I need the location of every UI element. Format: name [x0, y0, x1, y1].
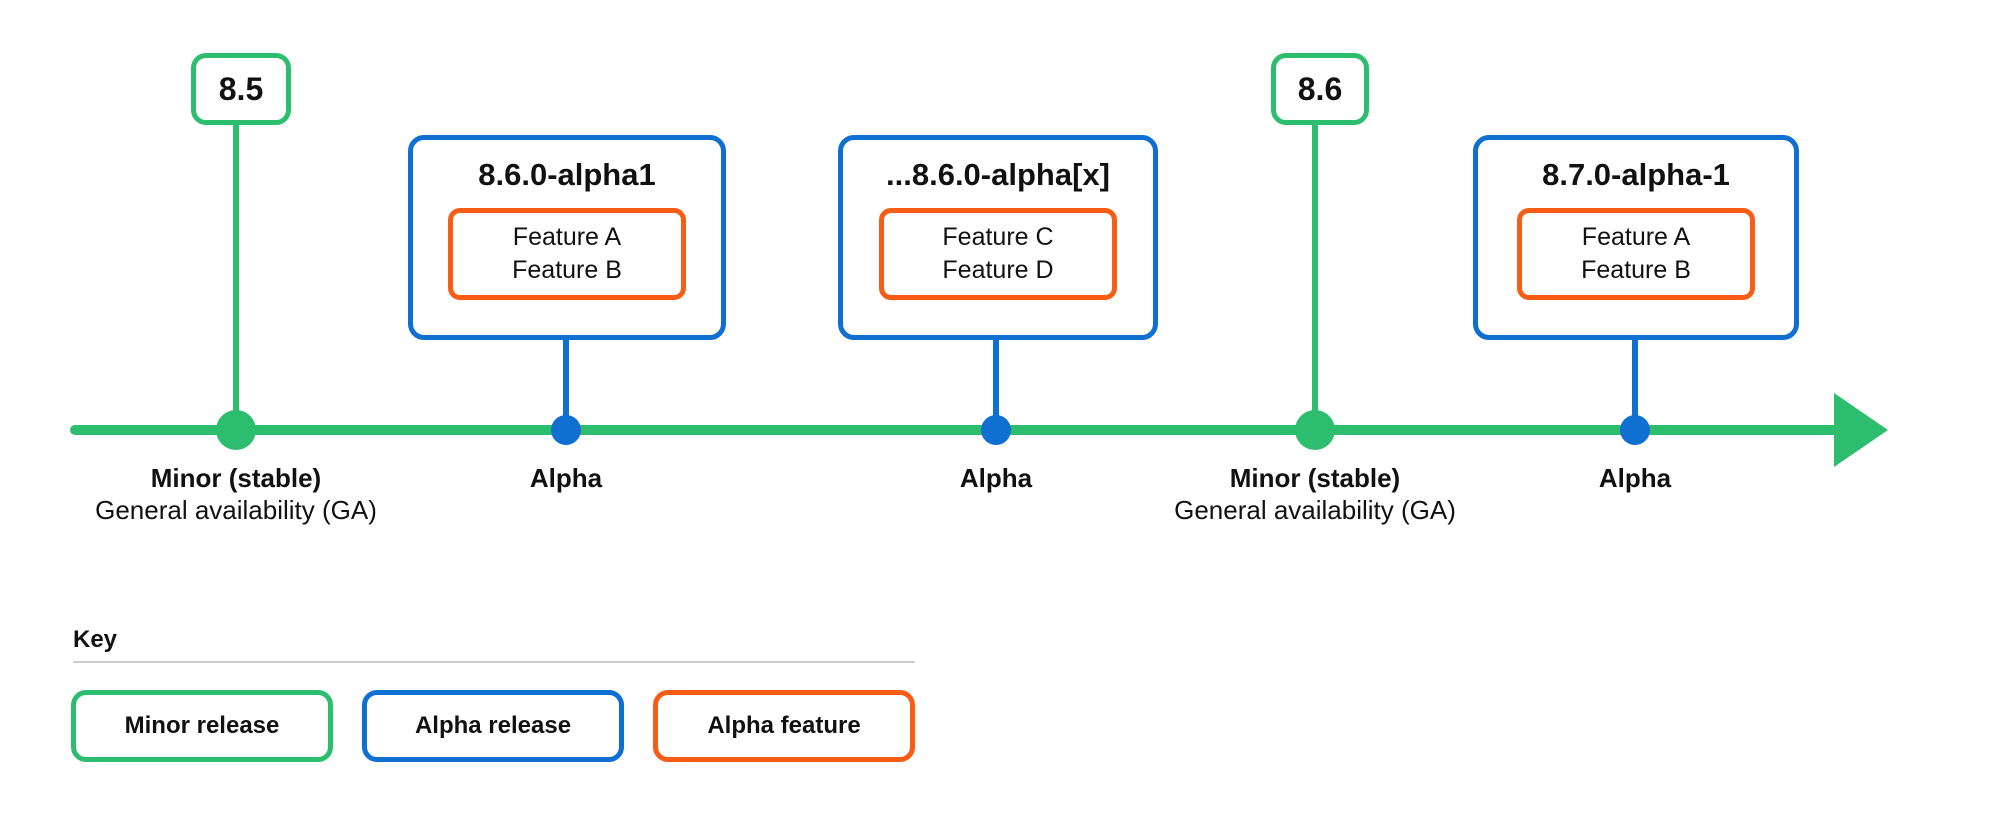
feature-label: Feature A	[1581, 223, 1691, 251]
timeline-dot-minor	[1295, 410, 1335, 450]
alpha-release-title: ...8.6.0-alpha[x]	[886, 157, 1110, 192]
legend-label: Minor release	[124, 712, 280, 739]
feature-label: Feature B	[1581, 256, 1691, 284]
stop-label-line2: General availability (GA)	[95, 495, 377, 525]
stop-label-line1: Alpha	[1598, 463, 1672, 493]
timeline-arrowhead-icon	[1834, 393, 1888, 467]
legend-minor-release: Minor release	[71, 690, 333, 762]
alpha-feature-box: Feature A Feature B	[448, 208, 686, 300]
stop-label: Alpha	[896, 462, 1096, 494]
stop-label-line1: Alpha	[529, 463, 603, 493]
stop-label: Minor (stable) General availability (GA)	[66, 462, 406, 526]
stop-label-line1: Minor (stable)	[150, 463, 322, 493]
stop-label: Alpha	[466, 462, 666, 494]
key-divider	[73, 661, 915, 663]
legend-label: Alpha release	[414, 712, 572, 739]
minor-release-version: 8.6	[1297, 70, 1343, 107]
minor-release-connector	[1312, 122, 1318, 413]
feature-label: Feature A	[512, 223, 622, 251]
legend-alpha-release: Alpha release	[362, 690, 624, 762]
alpha-release-title: 8.7.0-alpha-1	[1542, 157, 1730, 192]
stop-label-line1: Alpha	[959, 463, 1033, 493]
minor-release-tag: 8.5	[191, 53, 291, 125]
feature-label: Feature D	[942, 256, 1054, 284]
timeline-dot-alpha	[981, 415, 1011, 445]
alpha-release-box: ...8.6.0-alpha[x] Feature C Feature D	[838, 135, 1158, 340]
stop-label-line2: General availability (GA)	[1174, 495, 1456, 525]
alpha-feature-box: Feature C Feature D	[879, 208, 1117, 300]
alpha-release-connector	[1632, 338, 1638, 418]
minor-release-tag: 8.6	[1271, 53, 1369, 125]
key-title: Key	[73, 626, 118, 653]
alpha-feature-box: Feature A Feature B	[1517, 208, 1755, 300]
legend-label: Alpha feature	[707, 712, 861, 739]
feature-label: Feature B	[512, 256, 622, 284]
alpha-release-connector	[563, 338, 569, 418]
timeline-dot-alpha	[1620, 415, 1650, 445]
alpha-release-box: 8.6.0-alpha1 Feature A Feature B	[408, 135, 726, 340]
timeline-axis	[70, 425, 1840, 435]
alpha-release-connector	[993, 338, 999, 418]
timeline-dot-minor	[216, 410, 256, 450]
alpha-release-title: 8.6.0-alpha1	[478, 157, 656, 192]
minor-release-connector	[233, 122, 239, 413]
legend-alpha-feature: Alpha feature	[653, 690, 915, 762]
alpha-release-box: 8.7.0-alpha-1 Feature A Feature B	[1473, 135, 1799, 340]
timeline-dot-alpha	[551, 415, 581, 445]
feature-label: Feature C	[942, 223, 1054, 251]
stop-label-line1: Minor (stable)	[1229, 463, 1401, 493]
minor-release-version: 8.5	[218, 70, 264, 107]
stop-label: Alpha	[1535, 462, 1735, 494]
stop-label: Minor (stable) General availability (GA)	[1145, 462, 1485, 526]
